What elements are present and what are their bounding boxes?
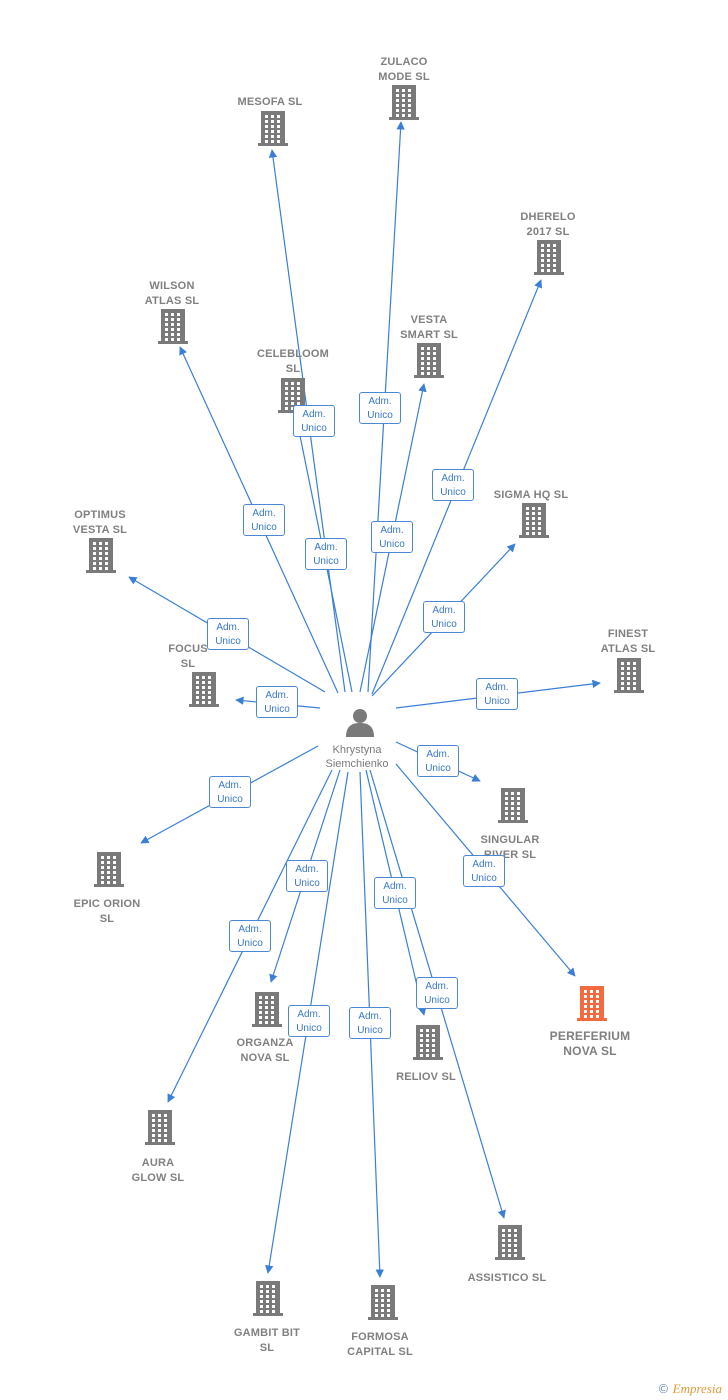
role-label[interactable]: Adm. Unico xyxy=(305,538,347,570)
role-label[interactable]: Adm. Unico xyxy=(229,920,271,952)
building-icon[interactable] xyxy=(258,111,288,146)
role-label[interactable]: Adm. Unico xyxy=(416,977,458,1009)
company-label[interactable]: ZULACO MODE SL xyxy=(378,56,430,83)
building-icon[interactable] xyxy=(519,503,549,538)
building-icon[interactable] xyxy=(145,1110,175,1145)
company-label[interactable]: EPIC ORION SL xyxy=(73,898,141,925)
role-label[interactable]: Adm. Unico xyxy=(286,860,328,892)
role-label[interactable]: Adm. Unico xyxy=(371,521,413,553)
role-label[interactable]: Adm. Unico xyxy=(256,686,298,718)
building-icon[interactable] xyxy=(389,85,419,120)
brand-name: Empresia xyxy=(672,1381,722,1396)
company-label[interactable]: SIGMA HQ SL xyxy=(493,489,569,501)
role-label[interactable]: Adm. Unico xyxy=(209,776,251,808)
building-icon[interactable] xyxy=(498,788,528,823)
company-label[interactable]: FORMOSA CAPITAL SL xyxy=(347,1331,413,1358)
company-label[interactable]: RELIOV SL xyxy=(396,1071,456,1083)
role-label[interactable]: Adm. Unico xyxy=(359,392,401,424)
role-label[interactable]: Adm. Unico xyxy=(374,877,416,909)
role-label[interactable]: Adm. Unico xyxy=(207,618,249,650)
company-label[interactable]: MESOFA SL xyxy=(237,96,303,108)
company-label[interactable]: AURA GLOW SL xyxy=(131,1157,185,1184)
company-label[interactable]: FOCUS SL xyxy=(168,643,208,670)
building-icon[interactable] xyxy=(534,240,564,275)
company-label[interactable]: GAMBIT BIT SL xyxy=(233,1327,301,1354)
role-label[interactable]: Adm. Unico xyxy=(463,855,505,887)
building-icon[interactable] xyxy=(368,1285,398,1320)
company-label[interactable]: ASSISTICO SL xyxy=(467,1272,547,1284)
role-label[interactable]: Adm. Unico xyxy=(423,601,465,633)
company-label[interactable]: PEREFERIUM NOVA SL xyxy=(549,1029,631,1058)
role-label[interactable]: Adm. Unico xyxy=(417,745,459,777)
company-label[interactable]: VESTA SMART SL xyxy=(400,314,458,341)
role-label[interactable]: Adm. Unico xyxy=(293,405,335,437)
role-label[interactable]: Adm. Unico xyxy=(288,1005,330,1037)
person-icon xyxy=(346,709,374,737)
company-label[interactable]: WILSON ATLAS SL xyxy=(144,280,200,307)
role-label[interactable]: Adm. Unico xyxy=(349,1007,391,1039)
company-label[interactable]: ORGANZA NOVA SL xyxy=(236,1037,294,1064)
building-icon[interactable] xyxy=(414,343,444,378)
building-icon[interactable] xyxy=(252,992,282,1027)
person-name[interactable]: Khrystyna Siemchienko xyxy=(325,744,389,770)
role-label[interactable]: Adm. Unico xyxy=(476,678,518,710)
building-icon[interactable] xyxy=(413,1025,443,1060)
company-label[interactable]: OPTIMUS VESTA SL xyxy=(72,509,128,536)
building-icon[interactable] xyxy=(614,658,644,693)
building-icon[interactable] xyxy=(577,986,607,1021)
person-node[interactable] xyxy=(343,706,377,738)
building-icon[interactable] xyxy=(158,309,188,344)
building-icon[interactable] xyxy=(189,672,219,707)
copyright-symbol: © xyxy=(657,1382,670,1396)
company-label[interactable]: FINEST ATLAS SL xyxy=(600,628,656,655)
building-icon[interactable] xyxy=(253,1281,283,1316)
company-label[interactable]: CELEBLOOM SL xyxy=(256,348,330,375)
building-icon[interactable] xyxy=(495,1225,525,1260)
building-icon[interactable] xyxy=(86,538,116,573)
role-label[interactable]: Adm. Unico xyxy=(432,469,474,501)
company-label[interactable]: DHERELO 2017 SL xyxy=(520,211,576,238)
role-label[interactable]: Adm. Unico xyxy=(243,504,285,536)
footer-brand: © Empresia xyxy=(657,1381,722,1397)
building-icon[interactable] xyxy=(94,852,124,887)
